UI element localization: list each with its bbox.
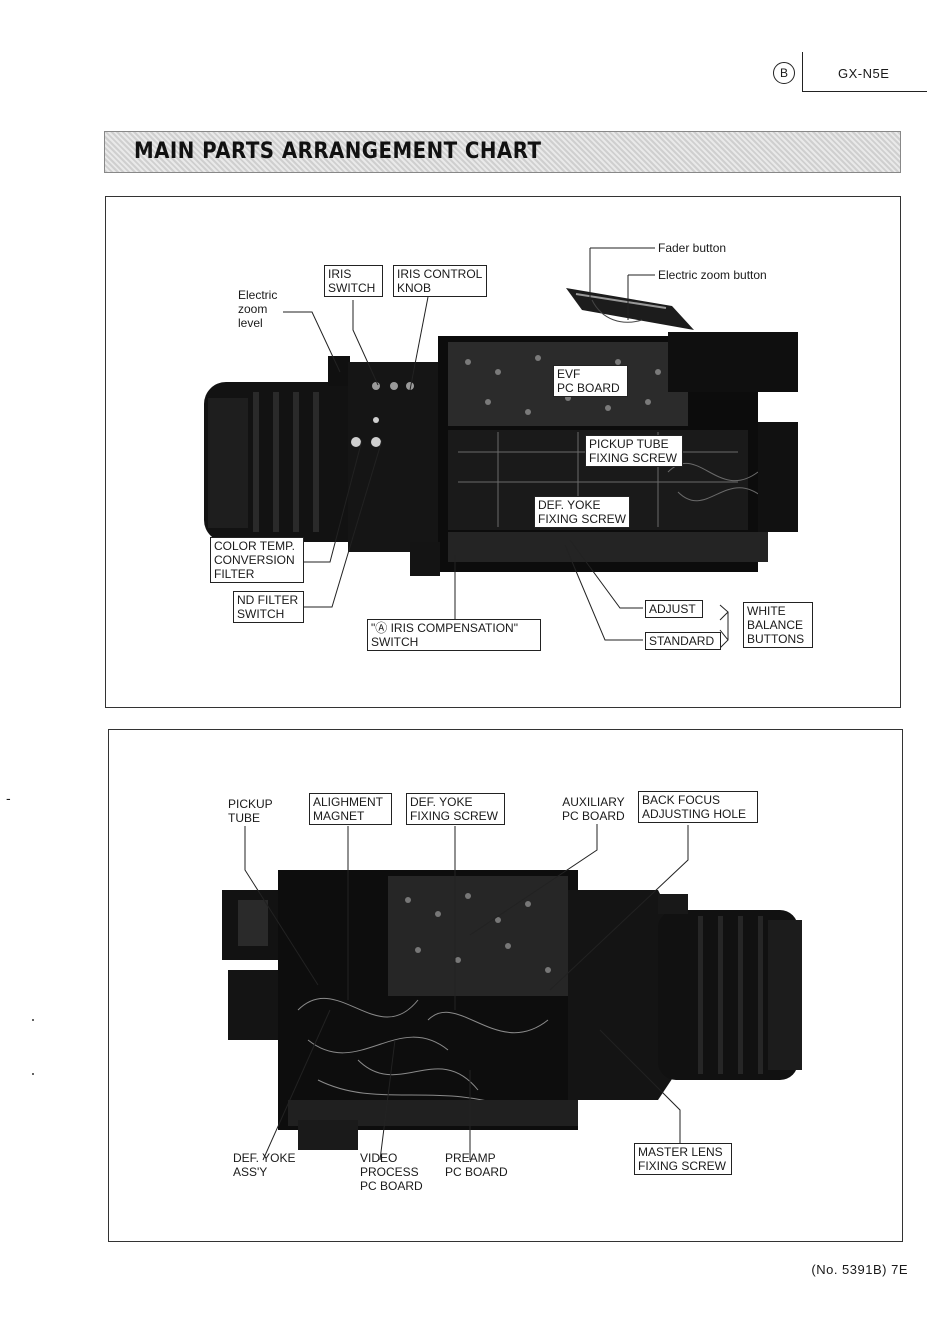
nd-filter-switch-label: ND FILTER SWITCH <box>233 591 304 623</box>
adjust-button-label: ADJUST <box>645 600 703 618</box>
pickup-tube-label: PICKUP TUBE <box>228 797 273 825</box>
margin-dot <box>32 1073 34 1075</box>
model-number: GX-N5E <box>838 66 890 81</box>
white-balance-buttons-label: WHITE BALANCE BUTTONS <box>743 602 813 648</box>
alighment-magnet-label: ALIGHMENT MAGNET <box>309 793 392 825</box>
auxiliary-pc-board-label: AUXILIARY PC BOARD <box>562 795 625 823</box>
title-banner <box>104 131 901 173</box>
iris-switch-label: IRIS SWITCH <box>324 265 383 297</box>
master-lens-fixing-screw-label: MASTER LENS FIXING SCREW <box>634 1143 732 1175</box>
electric-zoom-level-label: Electric zoom level <box>238 288 278 330</box>
page-title: MAIN PARTS ARRANGEMENT CHART <box>134 139 542 164</box>
camera-photo-bottom <box>218 850 804 1150</box>
page-number: (No. 5391B) 7E <box>811 1262 908 1277</box>
section-letter-badge: B <box>773 62 795 84</box>
video-process-pc-board-label: VIDEO PROCESS PC BOARD <box>360 1151 423 1193</box>
color-temp-filter-label: COLOR TEMP. CONVERSION FILTER <box>210 537 304 583</box>
handle-controls <box>562 270 702 340</box>
margin-dot <box>32 1019 34 1021</box>
preamp-pc-board-label: PREAMP PC BOARD <box>445 1151 508 1179</box>
figure-panel-top <box>105 196 901 708</box>
iris-compensation-switch-label: "Ⓐ IRIS COMPENSATION" SWITCH <box>367 619 541 651</box>
electric-zoom-button-label: Electric zoom button <box>658 268 767 282</box>
header-underline <box>802 91 927 93</box>
iris-control-knob-label: IRIS CONTROL KNOB <box>393 265 487 297</box>
def-yoke-fixing-screw-label-top: DEF. YOKE FIXING SCREW <box>534 496 630 528</box>
margin-mark: - <box>6 790 11 806</box>
evf-pc-board-label: EVF PC BOARD <box>553 365 628 397</box>
standard-button-label: STANDARD <box>645 632 721 650</box>
camera-image-bottom <box>222 870 802 1150</box>
header-divider <box>802 52 804 92</box>
back-focus-adjusting-hole-label: BACK FOCUS ADJUSTING HOLE <box>638 791 758 823</box>
figure-panel-bottom <box>108 729 903 1242</box>
def-yoke-fixing-screw-label-bottom: DEF. YOKE FIXING SCREW <box>406 793 505 825</box>
def-yoke-assy-label: DEF. YOKE ASS'Y <box>233 1151 296 1179</box>
pickup-tube-fixing-screw-label: PICKUP TUBE FIXING SCREW <box>585 435 683 467</box>
fader-button-label: Fader button <box>658 241 727 255</box>
